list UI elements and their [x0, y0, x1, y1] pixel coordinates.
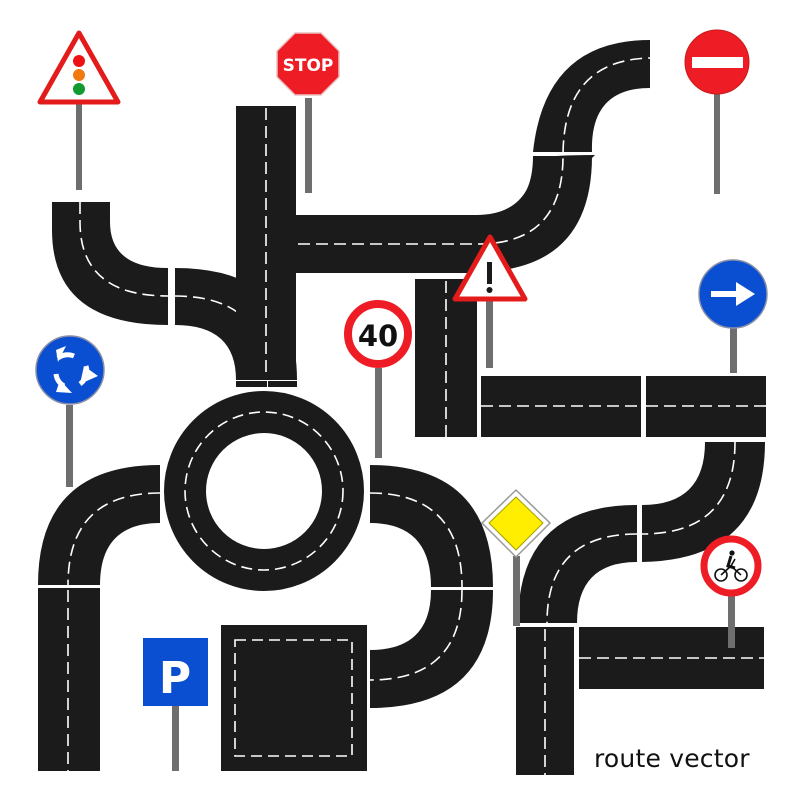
white-bar-icon — [692, 57, 743, 68]
arrow-right-icon — [711, 282, 755, 306]
straight-left-bottom — [38, 588, 100, 771]
curve-bottom-middle — [518, 505, 638, 624]
turn-right-sign — [698, 259, 768, 373]
traffic-light-warning-sign — [37, 30, 121, 190]
pole — [513, 556, 520, 626]
s-curve-right — [641, 441, 765, 562]
horizontal-straight-2 — [646, 376, 766, 437]
pole — [305, 98, 312, 193]
amber-light-icon — [73, 69, 85, 81]
pole — [66, 405, 73, 487]
priority-road-sign — [480, 488, 552, 626]
vertical-left-middle — [415, 279, 477, 437]
pole — [728, 596, 735, 648]
parking-sign: P — [143, 638, 208, 771]
pole — [375, 368, 382, 458]
pole — [172, 705, 179, 771]
stop-text: STOP — [283, 56, 334, 76]
speed-limit-text: 40 — [358, 319, 398, 353]
roundabout — [164, 381, 364, 591]
bicycle-icon — [714, 550, 748, 582]
stop-sign: STOP — [276, 32, 340, 193]
parking-text: P — [159, 653, 191, 704]
pole — [486, 300, 493, 368]
horizontal-straight-1 — [481, 376, 641, 437]
exclamation-icon — [487, 262, 492, 284]
t-junction-stop — [236, 106, 476, 378]
square-parking-loop — [221, 625, 367, 771]
no-entry-sign — [684, 29, 750, 194]
pole — [76, 100, 82, 190]
no-bicycles-sign — [700, 535, 762, 648]
pole — [714, 94, 720, 194]
pole — [730, 327, 737, 373]
roundabout-arrows-icon — [53, 346, 98, 393]
general-warning-sign — [452, 234, 528, 368]
horizontal-bottom-right — [579, 627, 764, 689]
caption-text: route vector — [594, 744, 750, 773]
green-light-icon — [73, 83, 85, 95]
straight-bottom-middle — [516, 627, 574, 775]
curve-left — [38, 465, 161, 586]
s-curve-top-right — [476, 40, 651, 272]
speed-limit-sign: 40 — [344, 300, 412, 458]
roundabout-sign — [35, 335, 105, 487]
red-light-icon — [73, 55, 85, 67]
u-curve-right — [369, 465, 493, 708]
